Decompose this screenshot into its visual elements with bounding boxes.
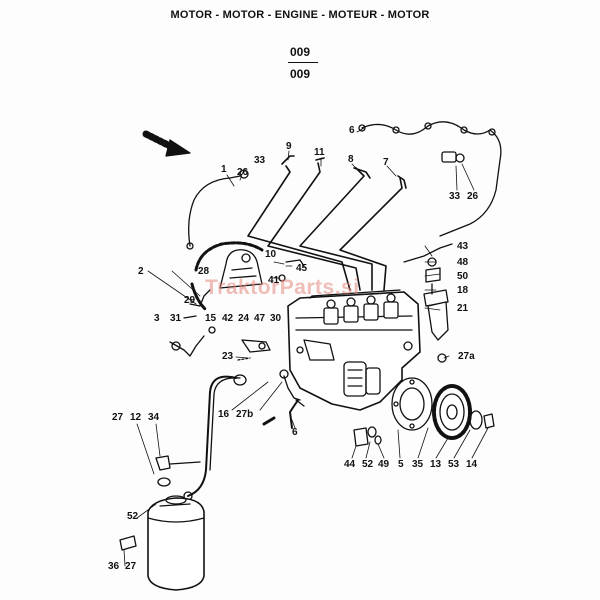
line-6-lower bbox=[289, 399, 299, 429]
callout-30: 30 bbox=[270, 313, 282, 324]
section-code-bottom: 009 bbox=[289, 67, 311, 81]
callout-10: 10 bbox=[265, 249, 277, 260]
callout-52: 52 bbox=[362, 459, 374, 470]
section-code-top: 009 bbox=[289, 45, 311, 59]
callout-12: 12 bbox=[130, 412, 142, 423]
callout-33: 33 bbox=[254, 155, 266, 166]
callout-27: 27 bbox=[112, 412, 124, 423]
callout-36: 36 bbox=[108, 561, 120, 572]
fuel-line-left bbox=[186, 169, 249, 250]
gear-nut bbox=[469, 410, 483, 430]
callout-35: 35 bbox=[412, 459, 424, 470]
callout-11: 11 bbox=[314, 147, 325, 158]
callout-34: 34 bbox=[148, 412, 160, 423]
callout-41: 41 bbox=[268, 275, 280, 286]
callout-27b: 27b bbox=[236, 409, 254, 420]
nuts-44-52-49 bbox=[353, 426, 382, 447]
small-parts-24-47-30 bbox=[237, 339, 271, 361]
callout-50: 50 bbox=[457, 271, 469, 282]
callout-43: 43 bbox=[457, 241, 469, 252]
direction-arrow-icon bbox=[142, 130, 191, 157]
callout-26-right: 26 bbox=[467, 191, 479, 202]
left-bracket-parts bbox=[169, 289, 216, 357]
callout-14: 14 bbox=[466, 459, 478, 470]
callout-23: 23 bbox=[222, 351, 234, 362]
callout-52-filter: 52 bbox=[127, 511, 139, 522]
drive-gear-28 bbox=[190, 241, 264, 312]
nut-50 bbox=[425, 267, 441, 283]
callout-1: 1 bbox=[221, 164, 227, 175]
pump-drive-gear bbox=[432, 384, 472, 440]
callout-31: 31 bbox=[170, 313, 182, 324]
callout-48: 48 bbox=[457, 257, 469, 268]
callout-21: 21 bbox=[457, 303, 469, 314]
page-title: MOTOR - MOTOR - ENGINE - MOTEUR - MOTOR bbox=[170, 9, 430, 21]
callout-29: 29 bbox=[184, 295, 196, 306]
fuel-line-16 bbox=[183, 374, 247, 501]
code-divider bbox=[288, 62, 318, 63]
bolt-lower bbox=[262, 416, 276, 426]
fuel-filter-27 bbox=[119, 495, 205, 591]
callout-26: 26 bbox=[237, 167, 249, 178]
callout-24: 24 bbox=[238, 313, 250, 324]
gear-washer bbox=[483, 413, 495, 429]
callout-8: 8 bbox=[348, 154, 354, 165]
bolt-27a bbox=[437, 353, 447, 363]
callout-7: 7 bbox=[383, 157, 389, 168]
callout-53: 53 bbox=[448, 459, 460, 470]
callout-5: 5 bbox=[398, 459, 404, 470]
callout-45: 45 bbox=[296, 263, 308, 274]
leader-lines bbox=[123, 127, 489, 567]
watermark: TraktorParts.si bbox=[205, 276, 360, 299]
callout-6-lower: 6 bbox=[292, 427, 298, 438]
callout-27-filter: 27 bbox=[125, 561, 137, 572]
callout-44: 44 bbox=[344, 459, 356, 470]
callout-28: 28 bbox=[198, 266, 210, 277]
banjo-bolt-34 bbox=[155, 455, 201, 487]
callout-47: 47 bbox=[254, 313, 266, 324]
injector-21 bbox=[423, 257, 449, 341]
callout-27a: 27a bbox=[458, 351, 475, 362]
callout-2: 2 bbox=[138, 266, 144, 277]
callout-33-right: 33 bbox=[449, 191, 461, 202]
callout-13: 13 bbox=[430, 459, 442, 470]
injector-pipes bbox=[247, 155, 407, 291]
banjo-bolt-right bbox=[441, 151, 465, 163]
injection-pump-body bbox=[287, 289, 433, 431]
callout-42: 42 bbox=[222, 313, 234, 324]
feed-line bbox=[403, 243, 453, 263]
governor-cover bbox=[219, 249, 263, 289]
callout-9: 9 bbox=[286, 141, 292, 152]
callout-15: 15 bbox=[205, 313, 217, 324]
callout-3: 3 bbox=[154, 313, 160, 324]
leak-off-line bbox=[358, 121, 502, 237]
callout-6-top: 6 bbox=[349, 125, 355, 136]
callout-18: 18 bbox=[457, 285, 469, 296]
callout-49: 49 bbox=[378, 459, 390, 470]
callout-16: 16 bbox=[218, 409, 230, 420]
stud-45 bbox=[285, 259, 305, 267]
drain-screw-36 bbox=[119, 535, 137, 551]
